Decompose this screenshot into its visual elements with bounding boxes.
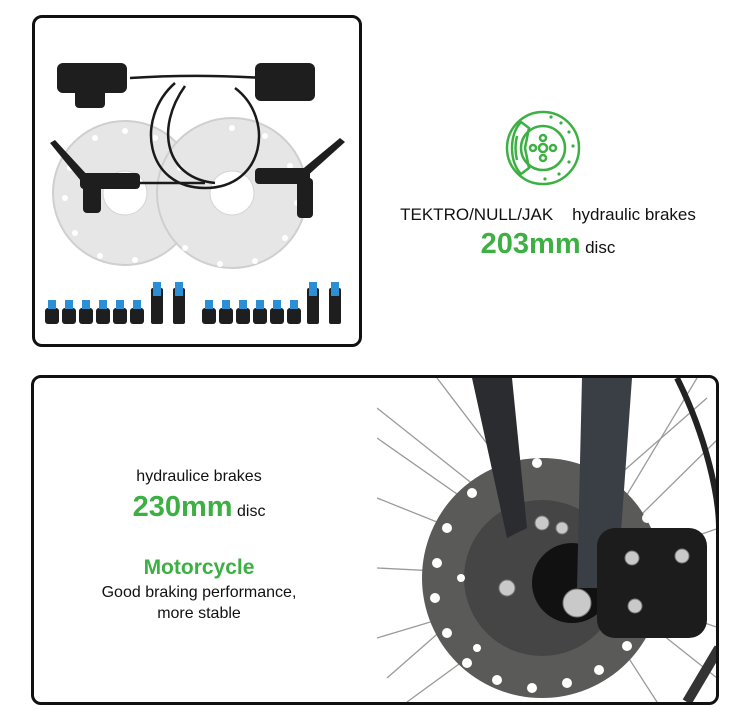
motorcycle-brake-panel: hydraulice brakes 230mm disc Motorcycle …: [31, 375, 719, 705]
disc-unit-text: disc: [585, 238, 616, 257]
bottom-size-line: 230mm disc: [34, 491, 364, 524]
brake-disc-icon: [505, 110, 581, 186]
brand-text: TEKTRO/NULL/JAK: [400, 205, 554, 224]
top-size-line: 203mm disc: [390, 228, 706, 261]
disc-size-text: 203mm: [480, 228, 581, 260]
disc-size-text: 230mm: [132, 491, 233, 523]
top-brand-type-line: TEKTRO/NULL/JAK hydraulic brakes: [390, 205, 706, 225]
brake-kit-image-panel: [32, 15, 362, 347]
bottom-brake-type: hydraulice brakes: [136, 468, 262, 485]
brake-kit-image: [45, 63, 345, 324]
description-line-1: Good braking performance,: [101, 584, 297, 601]
brake-type-text: hydraulic brakes: [572, 205, 696, 224]
description-line-2: more stable: [157, 605, 241, 622]
category-heading: Motorcycle: [143, 556, 255, 579]
disc-unit-text: disc: [236, 503, 266, 520]
motorcycle-wheel-image: [377, 378, 716, 702]
